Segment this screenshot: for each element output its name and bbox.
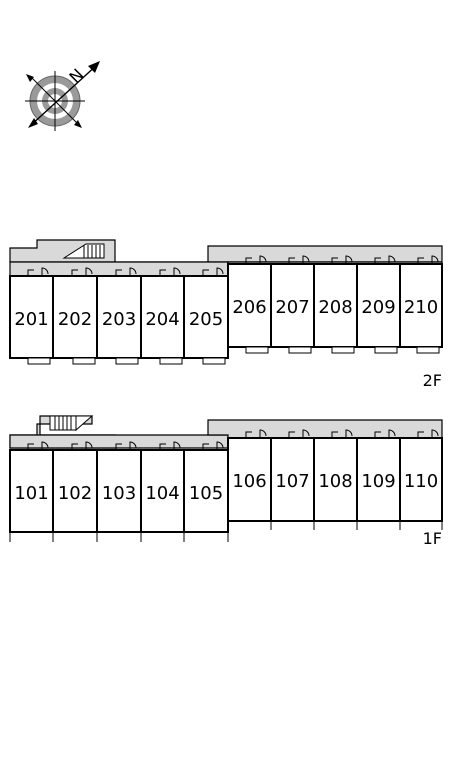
unit-106: 106 bbox=[227, 429, 272, 530]
unit-label: 107 bbox=[275, 471, 309, 492]
unit-label: 205 bbox=[189, 309, 223, 330]
unit-label: 204 bbox=[145, 309, 179, 330]
unit-208: 208 bbox=[313, 255, 358, 354]
unit-label: 102 bbox=[58, 483, 92, 504]
unit-label: 210 bbox=[404, 297, 438, 318]
unit-103: 103 bbox=[96, 441, 142, 542]
unit-110: 110 bbox=[399, 429, 443, 530]
unit-label: 104 bbox=[145, 483, 179, 504]
unit-101: 101 bbox=[9, 441, 54, 542]
unit-label: 108 bbox=[318, 471, 352, 492]
unit-label: 106 bbox=[232, 471, 266, 492]
unit-107: 107 bbox=[270, 429, 315, 530]
floor-1f: 101 102 103 104 1 bbox=[9, 415, 443, 548]
unit-label: 207 bbox=[275, 297, 309, 318]
unit-label: 103 bbox=[102, 483, 136, 504]
unit-207: 207 bbox=[270, 255, 315, 354]
floor-2f: 201 202 203 204 205 bbox=[9, 239, 443, 390]
unit-label: 202 bbox=[58, 309, 92, 330]
unit-104: 104 bbox=[140, 441, 185, 542]
unit-203: 203 bbox=[96, 267, 142, 365]
unit-202: 202 bbox=[52, 267, 98, 365]
unit-label: 209 bbox=[361, 297, 395, 318]
unit-108: 108 bbox=[313, 429, 358, 530]
unit-109: 109 bbox=[356, 429, 401, 530]
unit-201: 201 bbox=[9, 267, 54, 365]
unit-label: 208 bbox=[318, 297, 352, 318]
unit-204: 204 bbox=[140, 267, 185, 365]
unit-label: 201 bbox=[14, 309, 48, 330]
unit-label: 110 bbox=[404, 471, 438, 492]
unit-210: 210 bbox=[399, 255, 443, 354]
unit-205: 205 bbox=[183, 267, 229, 365]
unit-label: 109 bbox=[361, 471, 395, 492]
unit-label: 101 bbox=[14, 483, 48, 504]
unit-206: 206 bbox=[227, 255, 272, 354]
unit-label: 203 bbox=[102, 309, 136, 330]
stair-icon bbox=[49, 415, 94, 432]
unit-102: 102 bbox=[52, 441, 98, 542]
floor-label: 2F bbox=[423, 371, 442, 390]
stair-icon bbox=[62, 243, 105, 259]
floor-label: 1F bbox=[423, 529, 442, 548]
unit-label: 105 bbox=[189, 483, 223, 504]
unit-105: 105 bbox=[183, 441, 229, 542]
unit-label: 206 bbox=[232, 297, 266, 318]
unit-209: 209 bbox=[356, 255, 401, 354]
compass-icon: N bbox=[25, 61, 100, 131]
